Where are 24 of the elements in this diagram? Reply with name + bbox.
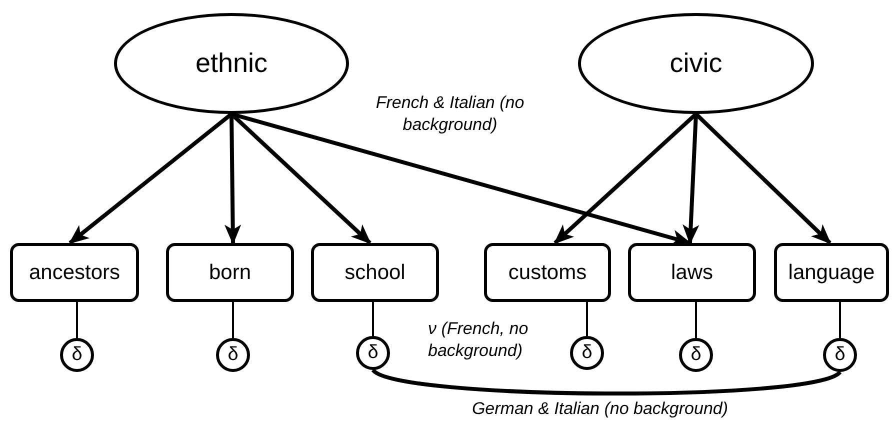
error-circle: δ	[823, 338, 857, 372]
connector-line	[372, 302, 374, 336]
indicator-box: customs	[484, 243, 611, 302]
connector-line	[372, 368, 841, 396]
indicator-box: laws	[628, 243, 756, 302]
error-circle: δ	[60, 338, 94, 372]
indicator-box: language	[774, 243, 889, 302]
arrow	[682, 114, 700, 245]
error-circle: δ	[679, 338, 713, 372]
indicator-box: school	[311, 243, 439, 302]
error-circle: δ	[356, 336, 390, 370]
connector-line	[839, 302, 841, 338]
error-circle: δ	[216, 338, 250, 372]
error-circle: δ	[570, 336, 604, 370]
connector-line	[695, 302, 697, 338]
connector-line	[76, 302, 78, 338]
indicator-box: born	[166, 243, 294, 302]
arrow	[694, 112, 832, 244]
connector-line	[586, 302, 588, 336]
arrow	[224, 114, 242, 245]
latent-ellipse: ethnic	[114, 13, 349, 114]
indicator-box: ancestors	[10, 243, 139, 302]
connector-line	[232, 302, 234, 338]
latent-ellipse: civic	[578, 13, 814, 114]
